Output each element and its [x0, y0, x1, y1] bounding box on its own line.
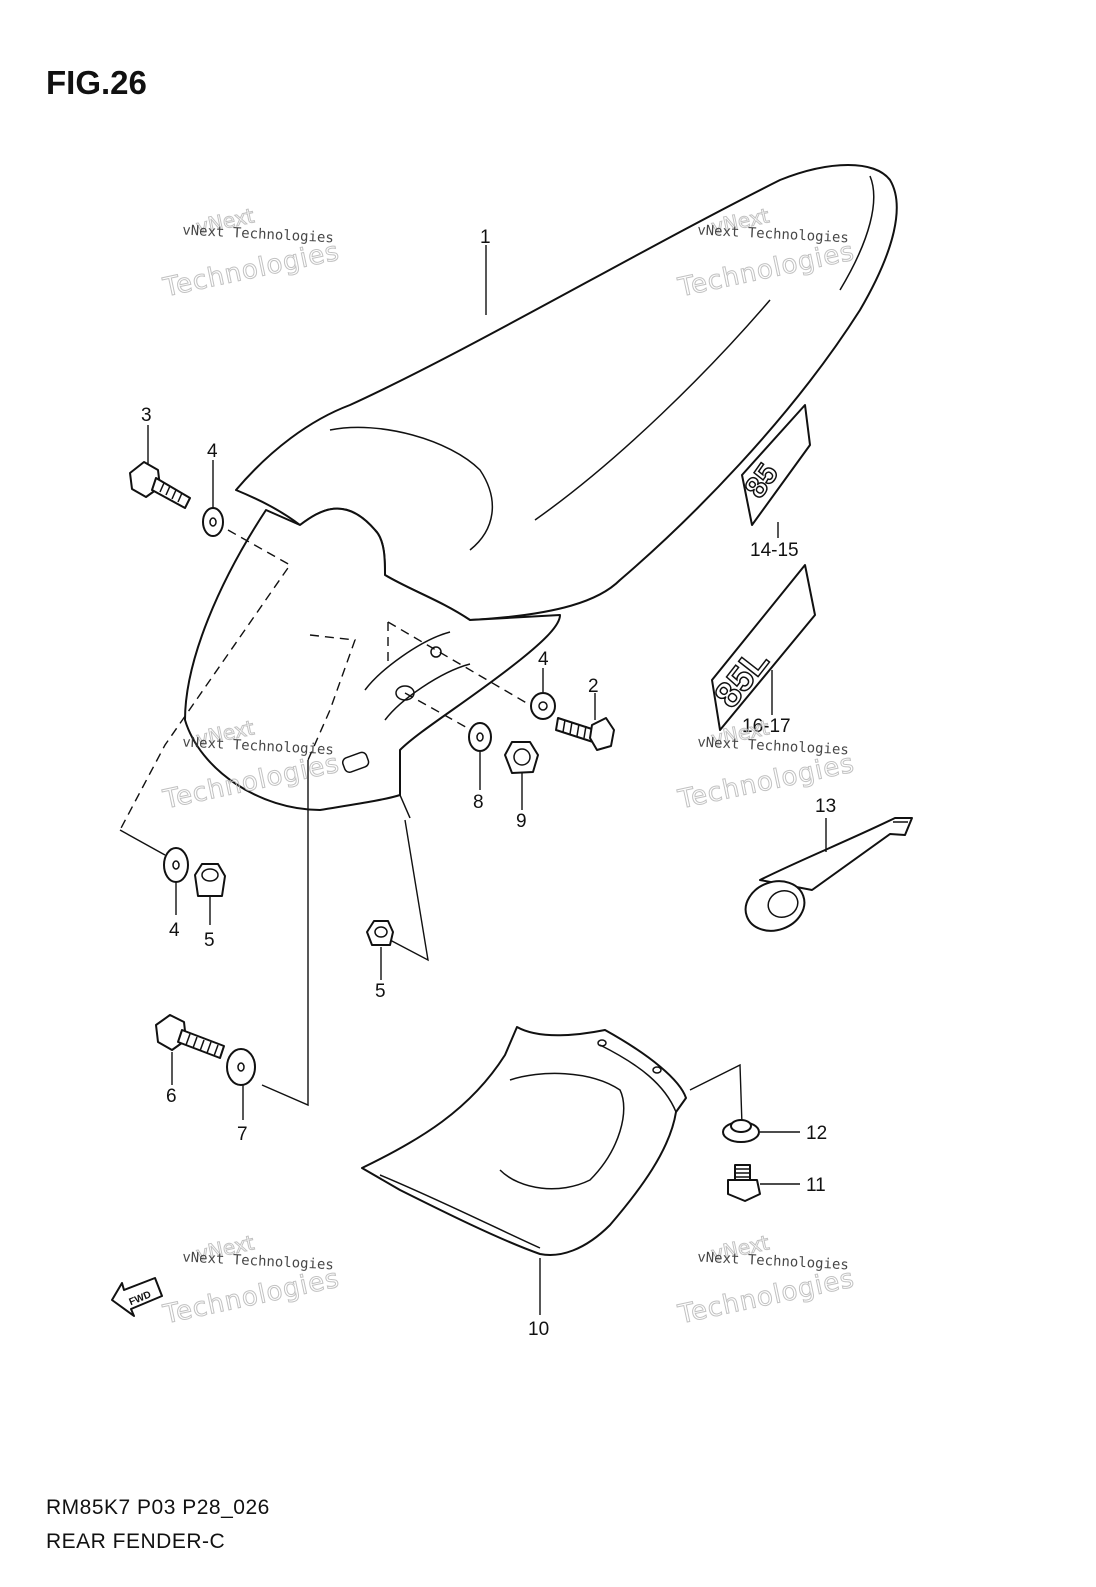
callout-11: 11 [806, 1175, 826, 1196]
callout-labels: 1 2 3 4 4 4 5 5 6 7 8 9 10 11 12 13 14-1… [141, 227, 836, 1340]
wrench-tool-part-13 [744, 817, 913, 932]
callout-4-right: 4 [538, 649, 549, 670]
svg-text:vNext Technologies: vNext Technologies [697, 734, 849, 758]
callout-2: 2 [588, 676, 599, 697]
washer-part-8 [468, 722, 492, 752]
callout-6: 6 [166, 1086, 177, 1107]
nut-part-5-left [194, 863, 226, 897]
bolt-part-11 [727, 1164, 761, 1202]
svg-text:vNext Technologies: vNext Technologies [697, 1249, 849, 1273]
washer-part-4-lower [163, 847, 189, 883]
svg-text:vNext Technologies: vNext Technologies [697, 222, 849, 246]
callout-1: 1 [480, 227, 491, 248]
callout-13: 13 [815, 796, 836, 817]
callout-12: 12 [806, 1123, 827, 1144]
svg-text:Technologies: Technologies [675, 1264, 857, 1331]
bolt-part-3 [129, 461, 191, 509]
model-code: RM85K7 P03 P28_026 [46, 1496, 270, 1519]
callout-5-left: 5 [204, 930, 215, 951]
watermark-top-left: vNext vNext Technologies Technologies [159, 203, 342, 304]
bolt-part-6 [155, 1014, 225, 1059]
rear-fender-part [184, 164, 898, 819]
callout-5-center: 5 [375, 981, 386, 1002]
figure-title: FIG.26 [46, 64, 147, 101]
nut-part-12 [722, 1119, 760, 1143]
callout-10: 10 [528, 1319, 549, 1340]
callout-4-upper: 4 [207, 441, 218, 462]
svg-text:vNext Technologies: vNext Technologies [182, 222, 334, 246]
emblem-part-16-17: 85L [705, 564, 816, 731]
callout-3: 3 [141, 405, 152, 426]
skid-plate-part-10 [361, 1026, 687, 1256]
callout-8: 8 [473, 792, 484, 813]
washer-part-4-upper [202, 507, 224, 537]
bolt-part-2 [555, 717, 615, 751]
callout-14-15: 14-15 [750, 540, 799, 561]
washer-part-4-right [530, 692, 556, 720]
callout-16-17: 16-17 [742, 716, 791, 737]
svg-text:Technologies: Technologies [160, 1264, 342, 1331]
callout-9: 9 [516, 811, 527, 832]
section-name: REAR FENDER-C [46, 1530, 226, 1553]
nut-part-9 [504, 741, 539, 774]
svg-text:vNext Technologies: vNext Technologies [182, 734, 334, 758]
watermark-bottom-left: vNext vNext Technologies Technologies [159, 1230, 342, 1331]
callout-leaders [147, 245, 827, 1315]
callout-7: 7 [237, 1124, 248, 1145]
washer-part-7 [226, 1048, 256, 1086]
callout-4-lower: 4 [169, 920, 180, 941]
assembly-guide-lines [119, 529, 743, 1126]
svg-text:vNext Technologies: vNext Technologies [182, 1249, 334, 1273]
fwd-direction-arrow: FWD [111, 1277, 163, 1317]
watermark-bottom-right: vNext vNext Technologies Technologies [674, 1230, 857, 1331]
nut-part-5-center [366, 920, 394, 946]
svg-text:Technologies: Technologies [160, 237, 342, 304]
